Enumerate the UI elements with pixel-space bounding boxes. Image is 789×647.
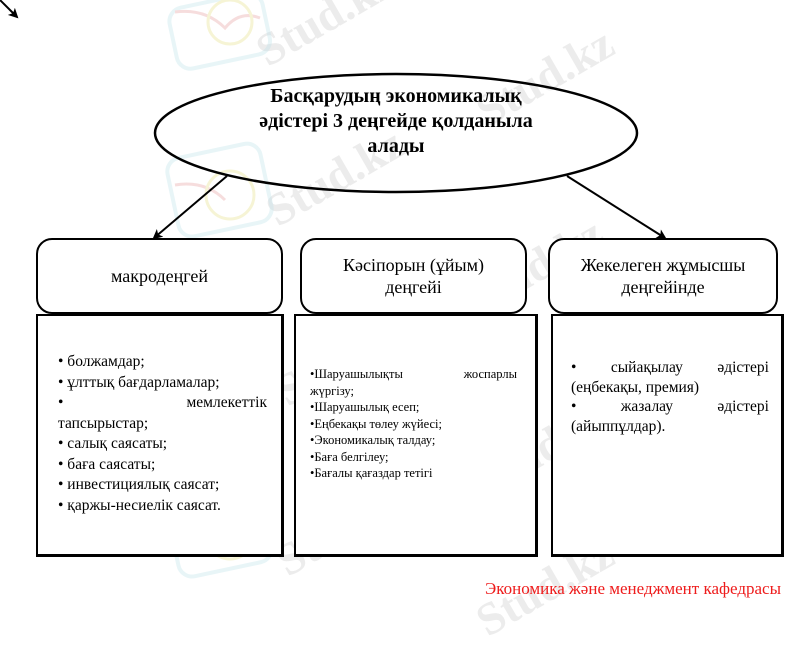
- list-item: •Бағалы қағаздар тетігі: [310, 466, 433, 480]
- level-title-line: деңгейі: [385, 277, 442, 297]
- list-item: •Шаруашылық есеп;: [310, 400, 420, 414]
- list-item: • жазалау әдістері (айыппұлдар).: [571, 397, 769, 436]
- level-title-line: Кәсіпорын (ұйым): [343, 255, 484, 275]
- list-item: • мемлекеттік тапсырыстар;: [58, 393, 267, 434]
- list-item-text: сыйақылау: [610, 359, 683, 376]
- root-title-line: алады: [367, 135, 425, 157]
- list-item: •Баға белгілеу;: [310, 449, 389, 464]
- list-item: • болжамдар;: [58, 353, 145, 370]
- arrow-icon: [152, 175, 228, 240]
- level-title-line: Жекелеген жұмысшы: [580, 255, 746, 275]
- list-item: •Еңбекақы төлеу жүйесі;: [310, 416, 442, 431]
- level-body-worker: • сыйақылау әдістері (еңбекақы, премия) …: [551, 314, 784, 557]
- list-item: • салық саясаты;: [58, 435, 168, 452]
- list-item-text: жүргізу;: [310, 383, 354, 398]
- root-title-line: Басқарудың экономикалық: [270, 85, 522, 107]
- macro-method-list: • болжамдар; • ұлттық бағдарламалар; • м…: [58, 352, 267, 516]
- list-item-text: •Шаруашылықты: [310, 367, 403, 381]
- list-item-text: әдістері: [717, 398, 769, 415]
- list-item: •Шаруашылықты жоспарлы жүргізу;: [310, 366, 517, 399]
- department-footer: Экономика және менеджмент кафедрасы: [485, 579, 781, 598]
- list-item-text: жазалау: [620, 398, 674, 415]
- root-title-line: әдістері 3 деңгейде қолданыла: [259, 110, 533, 132]
- bullet: •: [58, 394, 64, 411]
- list-item: • сыйақылау әдістері (еңбекақы, премия): [571, 358, 769, 397]
- diagram-connectors: [0, 0, 667, 240]
- list-item-text: тапсырыстар;: [58, 414, 149, 432]
- level-title: макродеңгей: [110, 266, 209, 286]
- root-node-title: Басқарудың экономикалық әдістері 3 деңге…: [200, 84, 592, 159]
- list-item: • инвестициялық саясат;: [58, 476, 220, 493]
- list-item: • баға саясаты;: [58, 455, 156, 473]
- bullet: •: [571, 359, 577, 376]
- root-ellipse: [153, 72, 639, 194]
- level-body-macro: • болжамдар; • ұлттық бағдарламалар; • м…: [36, 314, 284, 557]
- list-item: •Экономикалық талдау;: [310, 433, 436, 447]
- list-item-text: (еңбекақы, премия): [571, 378, 700, 396]
- bullet: •: [571, 398, 577, 415]
- worker-method-list: • сыйақылау әдістері (еңбекақы, премия) …: [571, 358, 769, 436]
- enterprise-method-list: •Шаруашылықты жоспарлы жүргізу; •Шаруашы…: [310, 366, 517, 482]
- level-title-line: деңгейінде: [621, 277, 705, 297]
- level-body-enterprise: •Шаруашылықты жоспарлы жүргізу; •Шаруашы…: [294, 314, 538, 557]
- list-item-text: жоспарлы: [463, 367, 517, 381]
- arrow-icon: [0, 0, 19, 19]
- list-item-text: әдістері: [717, 359, 769, 376]
- arrow-icon: [566, 175, 667, 240]
- level-header-enterprise: Кәсіпорын (ұйым) деңгейі: [300, 238, 527, 314]
- list-item-text: (айыппұлдар).: [571, 417, 666, 435]
- list-item: • қаржы-несиелік саясат.: [58, 496, 221, 514]
- level-header-worker: Жекелеген жұмысшы деңгейінде: [548, 238, 778, 314]
- list-item-text: мемлекеттік: [186, 394, 267, 411]
- list-item: • ұлттық бағдарламалар;: [58, 373, 220, 391]
- watermark-logo-icon: [167, 0, 273, 71]
